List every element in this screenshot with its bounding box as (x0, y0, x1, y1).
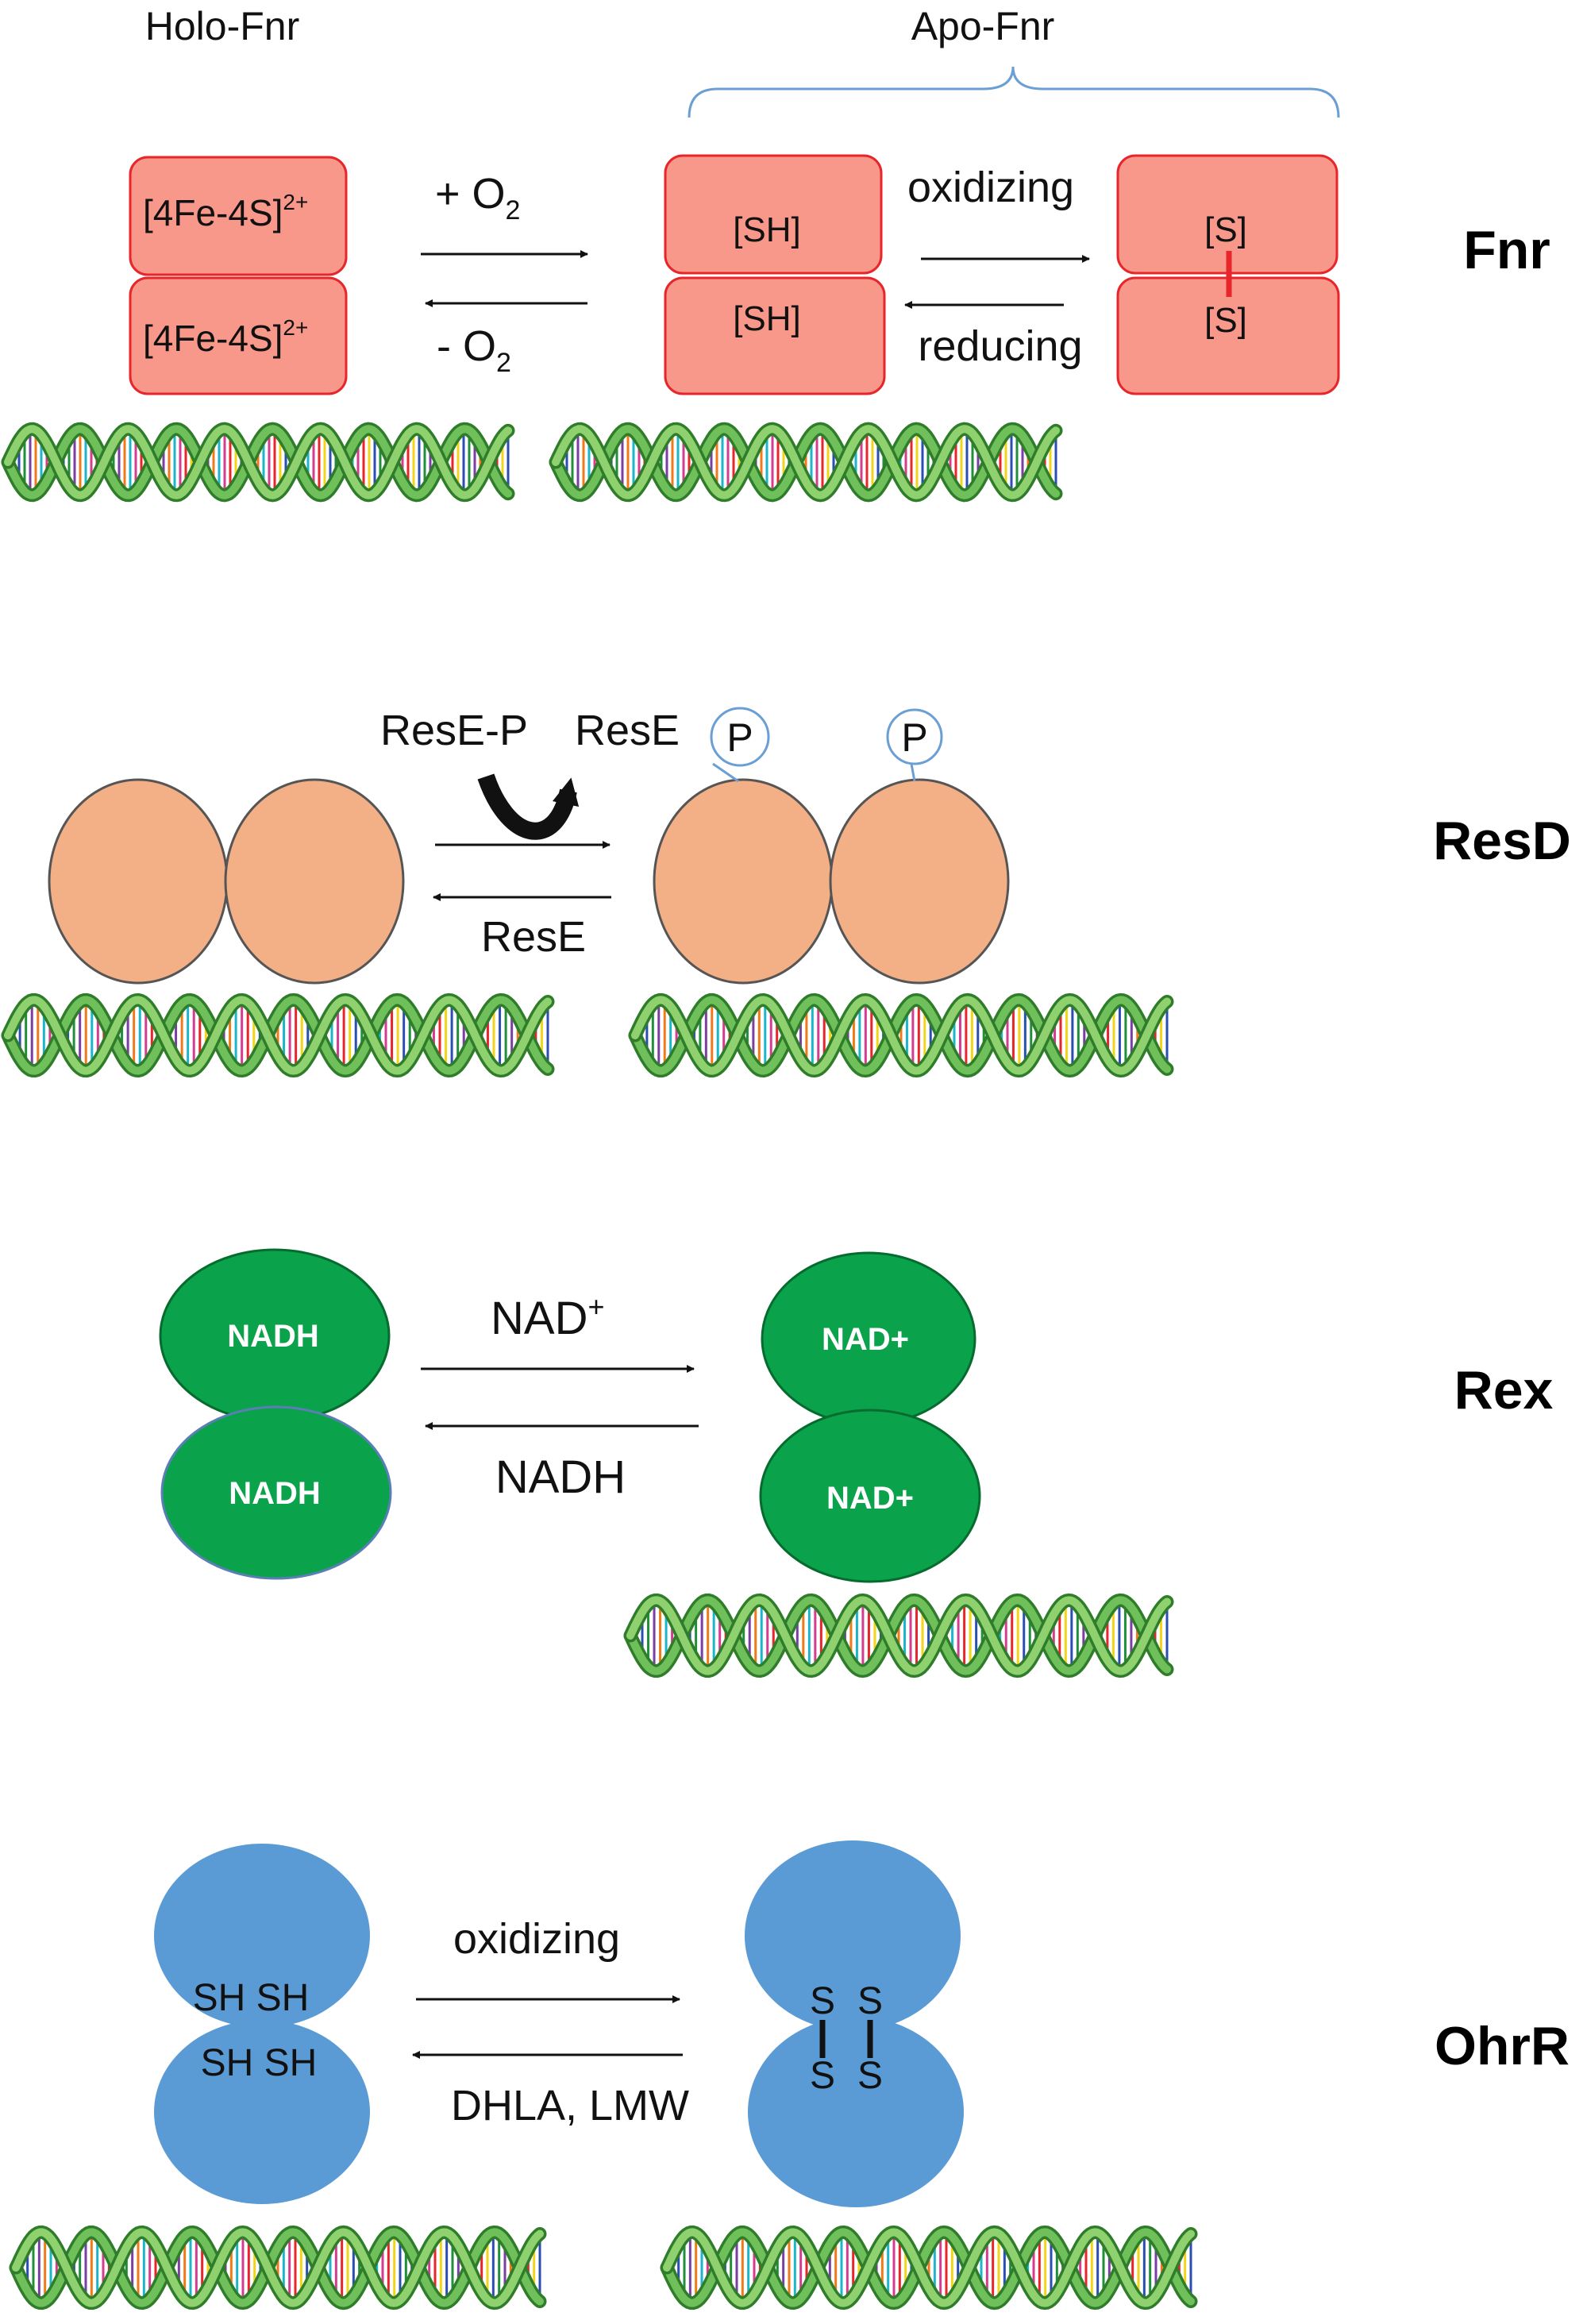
resd-phospho-subunit-right (829, 778, 1010, 985)
apo-fnr-label: Apo-Fnr (911, 4, 1055, 48)
rese-reverse-label: ResE (481, 913, 586, 961)
dna-helix (9, 2225, 547, 2311)
ohrr-thiol-label-bottom: SH SH (201, 2042, 318, 2084)
phosphate-circle (710, 707, 770, 767)
phosphate-circle (886, 708, 943, 765)
ohrr-thiol-label-top: SH SH (193, 1977, 310, 2019)
dna-helix (660, 2225, 1198, 2311)
nadplus-bound-label-top: NAD+ (822, 1322, 909, 1357)
holo-fnr-cluster-bottom: [4Fe-4S]2+ (143, 315, 308, 359)
fnr-plus-o2-label: + O2 (435, 170, 520, 225)
apo-fnr-bracket (688, 66, 1340, 118)
dna-helix (1, 992, 555, 1078)
sulfur-label: S (810, 1980, 835, 2022)
cluster-charge: 2+ (283, 190, 308, 214)
sulfur-label: S (857, 1980, 883, 2022)
apo-fnr-reduced-bottom-subunit (664, 276, 886, 395)
fnr-panel: Holo-Fnr Apo-Fnr [4Fe-4S]2+ [4Fe-4S]2+ +… (1, 4, 1550, 503)
ohrr-oxidizing-label: oxidizing (453, 1915, 620, 1963)
thiol-label-bottom: [SH] (733, 299, 801, 338)
phosphate-label: P (901, 715, 927, 760)
nadplus-bound-label-bottom: NAD+ (826, 1481, 914, 1516)
fnr-reducing-label: reducing (918, 322, 1082, 370)
phosphate-linker (910, 763, 916, 782)
cluster-formula: [4Fe-4S] (143, 192, 283, 233)
rex-panel: NADH NADH NAD+ NADH NAD+ NAD+ Rex (159, 1248, 1554, 1678)
o2-subscript: 2 (506, 195, 521, 225)
resd-title: ResD (1433, 811, 1571, 871)
holo-fnr-top-subunit (129, 156, 348, 276)
phosphate-linker (712, 762, 739, 783)
holo-fnr-dimer: [4Fe-4S]2+ [4Fe-4S]2+ (129, 156, 348, 395)
thiol-label-top: [SH] (733, 210, 801, 249)
nadh-bound-label-top: NADH (227, 1319, 319, 1354)
resd-subunit-left (48, 778, 229, 985)
fnr-minus-o2-label: - O2 (437, 322, 511, 378)
rex-nadplus-subunit-bottom (759, 1409, 981, 1583)
rex-nadplus-label: NAD+ (491, 1290, 605, 1344)
o2-prefix: + O (435, 170, 506, 218)
cluster-formula: [4Fe-4S] (143, 318, 283, 359)
rex-title: Rex (1454, 1360, 1554, 1420)
dna-helix (623, 1593, 1174, 1678)
o2-prefix: - O (437, 322, 496, 370)
cluster-charge: 2+ (283, 315, 308, 340)
apo-fnr-oxidized-dimer: [S] [S] (1116, 154, 1340, 395)
ohrr-disulfide-right: S S (857, 1980, 883, 2097)
ohrr-reduced-subunit-top (154, 1844, 370, 2028)
resd-phospho-subunit-left (653, 778, 834, 985)
ohrr-title: OhrR (1435, 2016, 1570, 2076)
resd-panel: ResE-P ResE ResE P P ResD (1, 707, 1571, 1078)
holo-fnr-bottom-subunit (129, 276, 348, 395)
rex-nadh-label: NADH (495, 1451, 626, 1503)
ohrr-reduced-subunit-bottom (154, 2020, 370, 2204)
rex-nadh-subunit-bottom (160, 1405, 392, 1580)
holo-fnr-label: Holo-Fnr (145, 4, 299, 48)
sulfur-label-bottom: [S] (1204, 301, 1247, 340)
phosphate-label: P (726, 715, 753, 760)
sulfur-label-top: [S] (1204, 210, 1247, 249)
fnr-oxidizing-label: oxidizing (907, 164, 1074, 211)
rese-product-label: ResE (575, 707, 680, 754)
nad-text: NAD (491, 1293, 587, 1344)
sulfur-label: S (810, 2055, 835, 2097)
nad-charge: + (587, 1290, 604, 1323)
dna-helix (628, 992, 1174, 1078)
dna-helix (549, 422, 1063, 503)
dna-helix (1, 422, 515, 503)
o2-subscript: 2 (496, 348, 511, 378)
apo-fnr-reduced-top-subunit (664, 154, 883, 275)
fnr-title: Fnr (1463, 220, 1550, 280)
phosphate-group-left: P (710, 707, 770, 783)
holo-fnr-cluster-top: [4Fe-4S]2+ (143, 190, 308, 233)
sulfur-label: S (857, 2055, 883, 2097)
phosphate-group-right: P (886, 708, 943, 782)
rese-p-label: ResE-P (380, 707, 528, 754)
ohrr-reverse-label: DHLA, LMW (451, 2082, 689, 2129)
ohrr-panel: SH SH SH SH oxidizing DHLA, LMW S S S S … (9, 1840, 1570, 2311)
ohrr-oxidized-subunit-bottom (748, 2017, 964, 2207)
resd-subunit-right (224, 778, 405, 985)
ohrr-oxidized-subunit-top (745, 1840, 961, 2031)
nadh-bound-label-bottom: NADH (229, 1476, 321, 1511)
phosphotransfer-curved-arrow (477, 773, 580, 840)
apo-fnr-reduced-dimer: [SH] [SH] (664, 154, 886, 395)
ohrr-disulfide-left: S S (810, 1980, 835, 2097)
